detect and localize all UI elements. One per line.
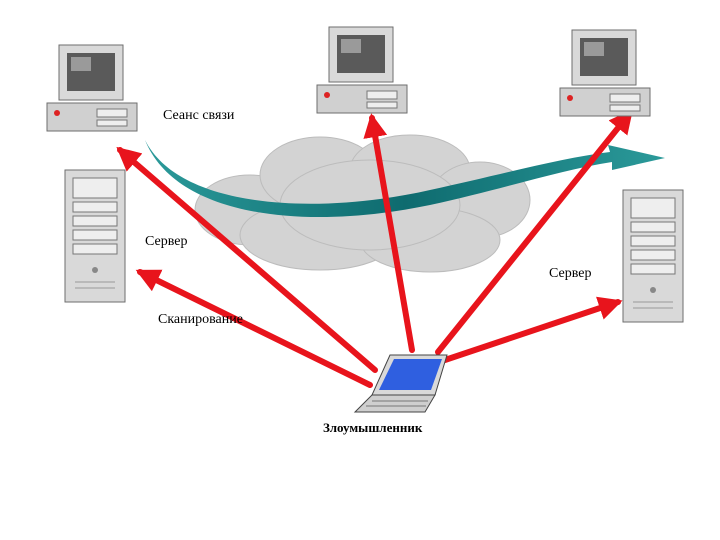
tower-server-icon xyxy=(622,189,684,323)
tower-server-icon xyxy=(64,169,126,303)
arrow-to-workstation-right xyxy=(435,109,634,355)
session-arc xyxy=(145,140,665,218)
attacker-label: Злоумышленник xyxy=(323,420,423,435)
attack-arrows xyxy=(116,109,634,388)
desktop-computer-icon xyxy=(46,44,138,132)
laptop-icon xyxy=(353,354,448,413)
arrow-to-workstation-center xyxy=(363,113,415,353)
scanning-label: Сканирование xyxy=(158,312,243,327)
arrow-to-server-left xyxy=(135,269,373,388)
session-label: Сеанс связи xyxy=(163,108,235,123)
desktop-computer-icon xyxy=(316,26,408,114)
server-left-label: Сервер xyxy=(145,234,188,249)
server-right-label: Сервер xyxy=(549,266,592,281)
desktop-computer-icon xyxy=(559,29,651,117)
arrow-to-workstation-left xyxy=(116,146,378,373)
arrow-to-server-right xyxy=(442,296,623,363)
